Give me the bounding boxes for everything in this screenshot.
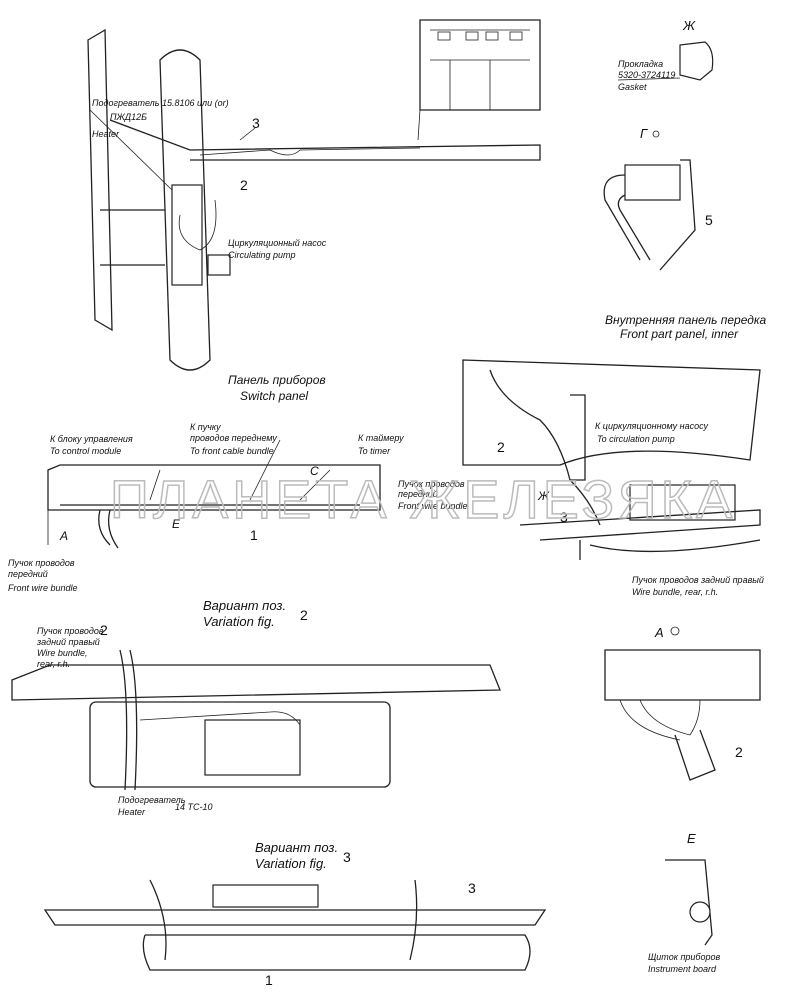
callout-2c: 2 xyxy=(100,622,108,638)
front-bundle-en: Front wire bundle xyxy=(8,583,78,593)
gasket-code: 5320-3724119 xyxy=(618,70,675,80)
variation2-view xyxy=(11,649,501,791)
rear-bundle2-en2: rear, r.h. xyxy=(37,659,70,669)
pump-label-ru: Циркуляционный насос xyxy=(228,238,327,248)
callout-2: 2 xyxy=(240,177,248,193)
front-cable-en: To front cable bundle xyxy=(190,446,274,456)
heater-label-ru-model: ПЖД12Б xyxy=(110,112,147,122)
view-c-letter: С xyxy=(310,464,319,478)
view-a-detail xyxy=(604,649,761,781)
watermark: ПЛАНЕТА ЖЕЛЕЗЯКА xyxy=(110,470,736,530)
rear-bundle2-ru2: задний правый xyxy=(36,637,100,647)
heater2-en: Heater xyxy=(118,807,146,817)
front-cable-ru1: К пучку xyxy=(190,422,221,432)
callout-2b: 2 xyxy=(497,439,505,455)
timer-ru: К таймеру xyxy=(358,433,404,443)
callout-3c: 3 xyxy=(468,880,476,896)
heater2-code: 14 ТС-10 xyxy=(175,802,213,812)
pump-label-en: Circulating pump xyxy=(228,250,296,260)
rear-bundle-en: Wire bundle, rear, r.h. xyxy=(632,587,718,597)
callout-1b: 1 xyxy=(265,972,273,988)
front-cable-ru2: проводов переднему xyxy=(190,433,277,443)
callout-1: 1 xyxy=(250,527,258,543)
rear-bundle-ru: Пучок проводов задний правый xyxy=(632,575,764,585)
view-e-letter: Е xyxy=(687,831,696,846)
instrument-board-ru: Щиток приборов xyxy=(648,952,721,962)
variation3-en: Variation fig. xyxy=(255,856,327,871)
view-e-arrow: Е xyxy=(172,517,181,531)
heater-label-ru: Подогреватель 15.8106 или (or) xyxy=(92,98,229,108)
rear-bundle2-ru1: Пучок проводов xyxy=(37,626,104,636)
variation3-view xyxy=(43,879,547,971)
switch-panel-ru: Панель приборов xyxy=(228,373,326,387)
gasket-shape xyxy=(679,41,714,81)
heater-label-en: Heater xyxy=(92,129,120,139)
variation3-num: 3 xyxy=(343,849,351,865)
front-bundle2-ru2: передний xyxy=(398,489,438,499)
front-panel-en: Front part panel, inner xyxy=(620,327,739,341)
callout-3: 3 xyxy=(252,115,260,131)
switch-panel-view xyxy=(47,439,381,549)
cab-heater-view xyxy=(87,19,541,371)
switch-panel-en: Switch panel xyxy=(240,389,308,403)
gasket-label-en: Gasket xyxy=(618,82,647,92)
variation3-ru: Вариант поз. xyxy=(255,840,338,855)
variation2-en: Variation fig. xyxy=(203,614,275,629)
control-module-ru: К блоку управления xyxy=(50,434,133,444)
view-a-arrow: А xyxy=(59,529,68,543)
callout-3b: 3 xyxy=(560,509,568,525)
front-bundle-ru1: Пучок проводов xyxy=(8,558,75,568)
front-panel-view xyxy=(462,359,761,560)
front-bundle2-en: Front wire bundle xyxy=(398,501,468,511)
heater2-ru: Подогреватель xyxy=(118,795,186,805)
variation2-num: 2 xyxy=(300,607,308,623)
circ-pump-ru: К циркуляционному насосу xyxy=(595,421,708,431)
variation2-ru: Вариант поз. xyxy=(203,598,286,613)
control-module-en: To control module xyxy=(50,446,121,456)
circ-pump-en: To circulation pump xyxy=(597,434,675,444)
front-bundle2-ru1: Пучок проводов xyxy=(398,479,465,489)
front-bundle-ru2: передний xyxy=(8,569,48,579)
view-zh-letter: Ж xyxy=(682,18,696,33)
rear-bundle2-en1: Wire bundle, xyxy=(37,648,87,658)
callout-2d: 2 xyxy=(735,744,743,760)
timer-en: To timer xyxy=(358,446,391,456)
gasket-label-ru: Прокладка xyxy=(618,59,663,69)
callout-5: 5 xyxy=(705,212,713,228)
view-e-detail xyxy=(665,859,713,946)
view-g-letter: Г xyxy=(640,126,648,141)
view-zh-marker: Ж xyxy=(537,489,550,503)
view-g-detail xyxy=(603,159,696,271)
view-a-letter: А xyxy=(654,625,664,640)
front-panel-ru: Внутренняя панель передка xyxy=(605,313,767,327)
instrument-board-en: Instrument board xyxy=(648,964,717,974)
